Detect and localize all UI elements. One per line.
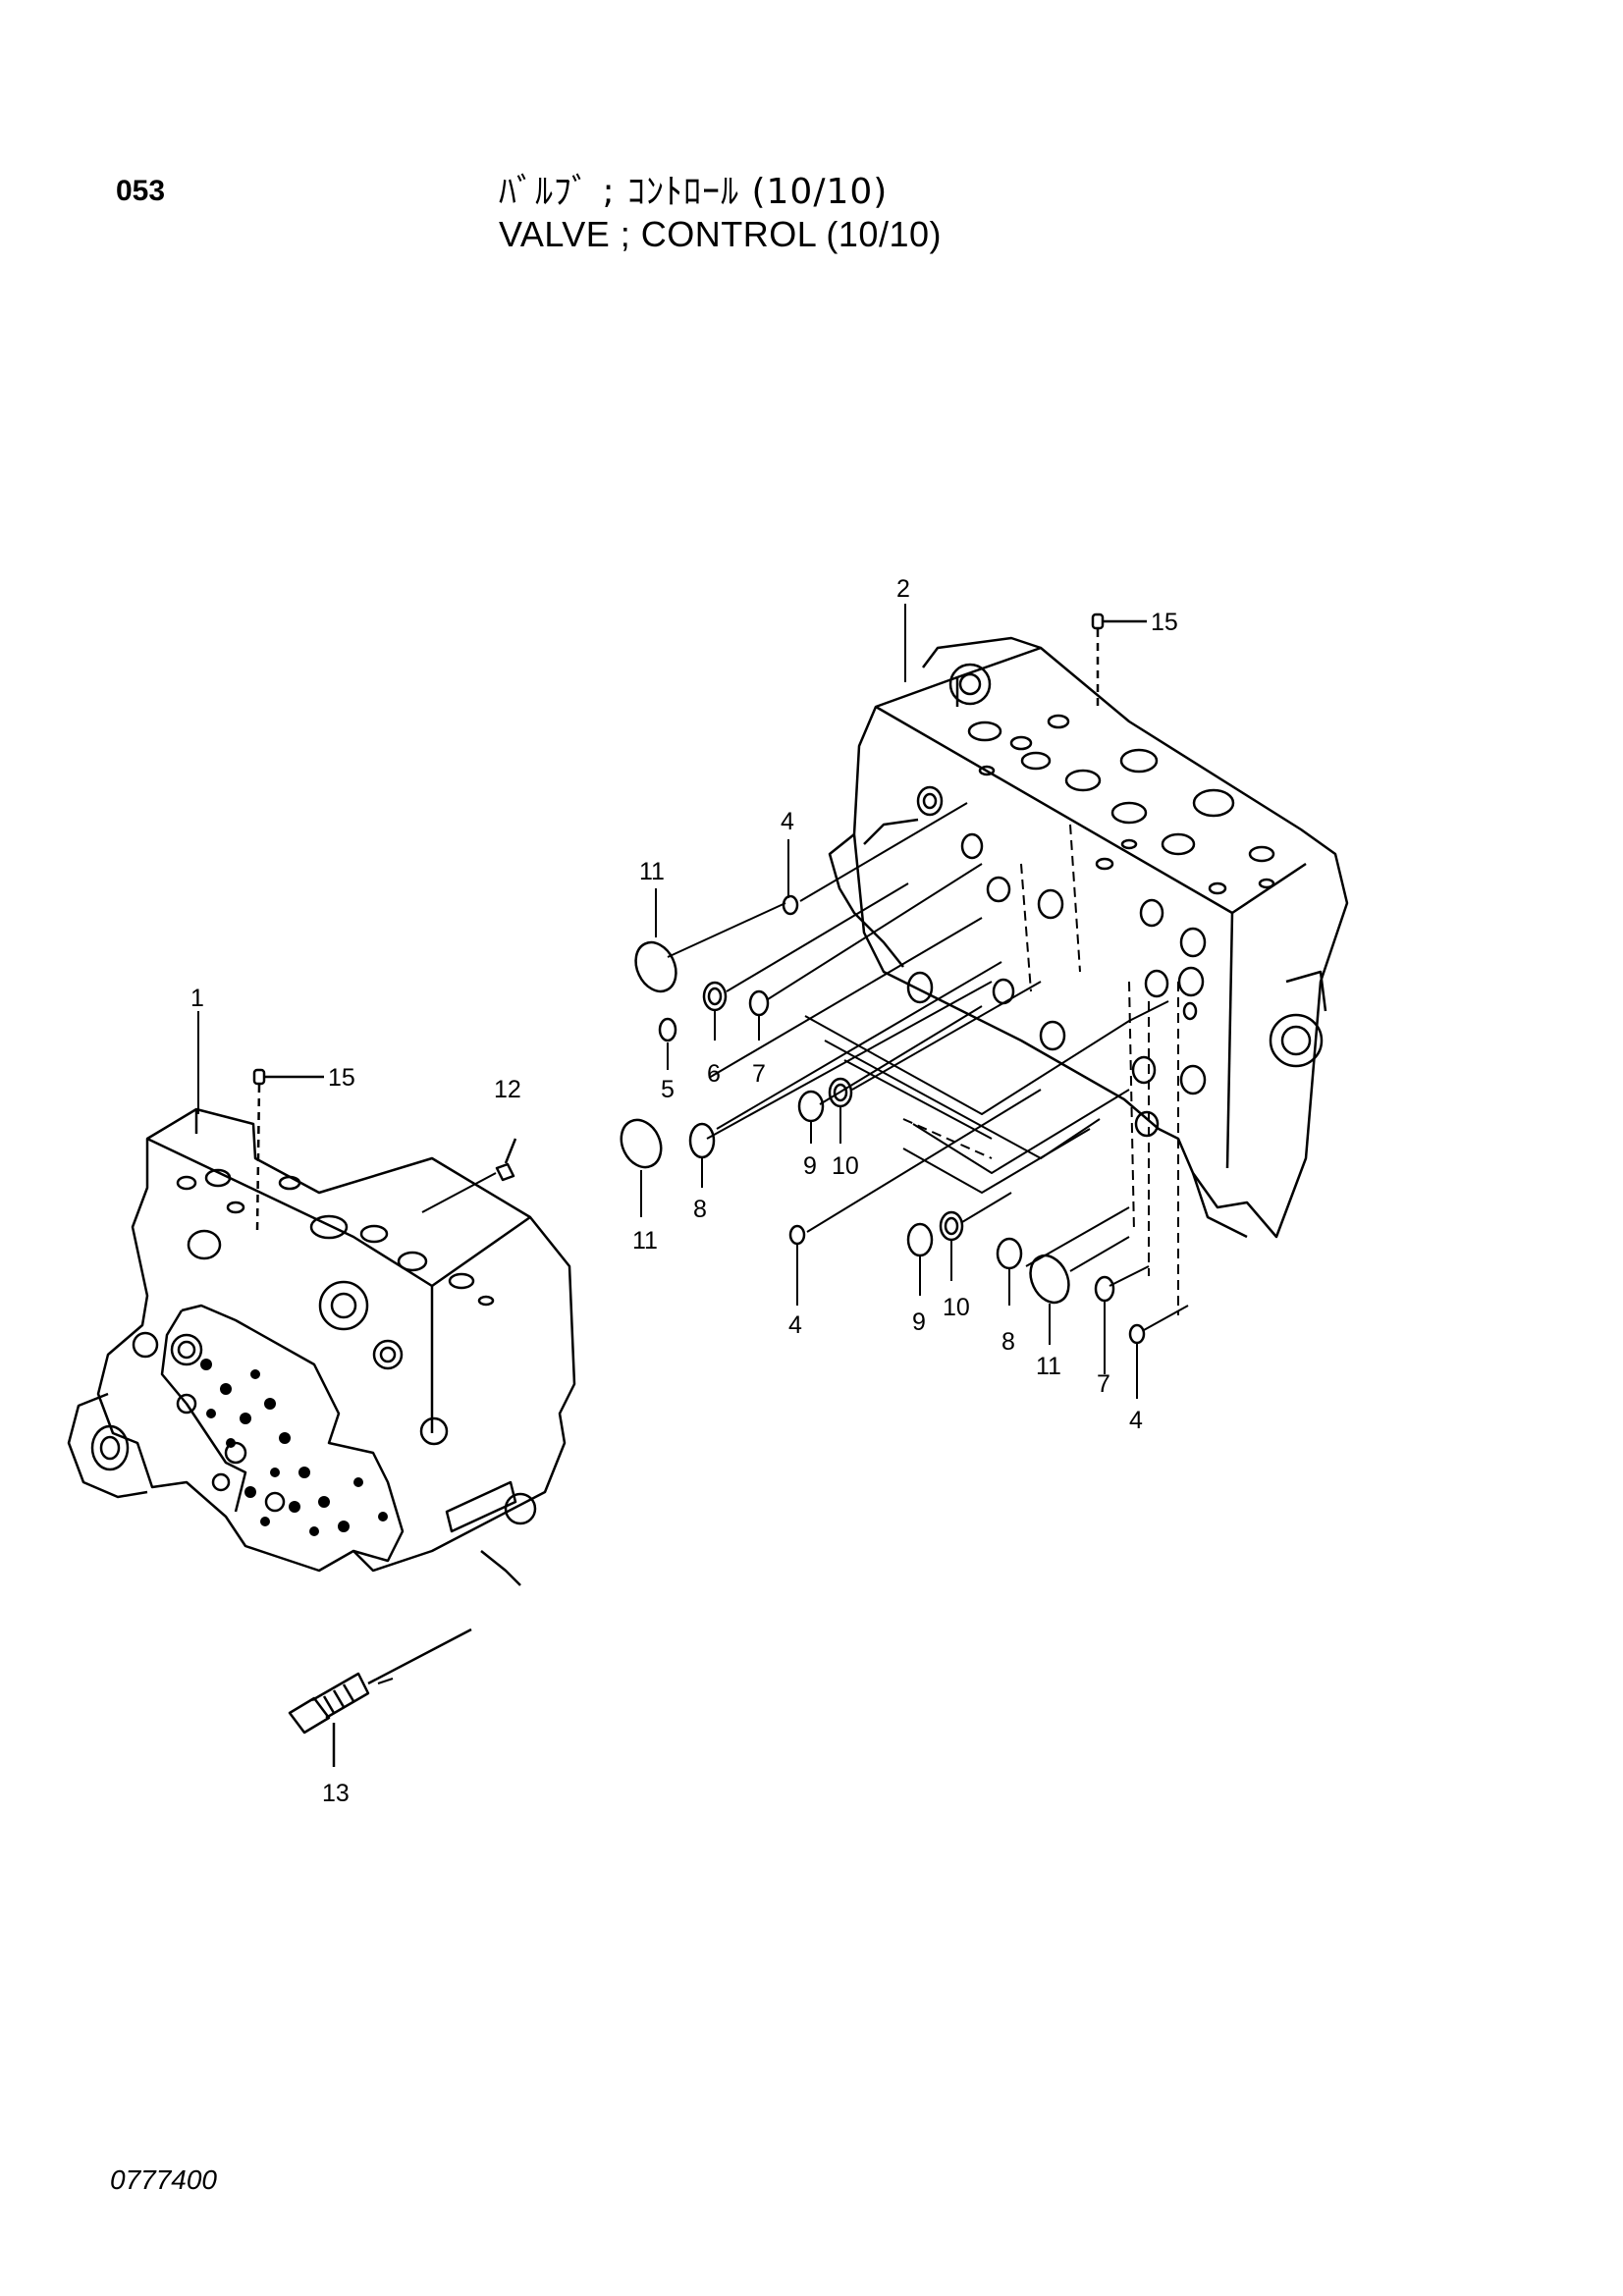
- callout-4-mid: 4: [788, 1311, 802, 1339]
- callout-1: 1: [190, 985, 204, 1012]
- callout-11-mid: 11: [632, 1227, 658, 1255]
- callout-8-bottom: 8: [1001, 1328, 1015, 1356]
- bolt-part-13: [288, 1628, 472, 1767]
- callout-8-top: 8: [693, 1196, 707, 1223]
- callout-9-bottom: 9: [912, 1308, 926, 1336]
- plug-part-15-right: [1091, 613, 1147, 712]
- callout-7-bottom: 7: [1097, 1370, 1110, 1398]
- plug-part-15-left: [252, 1068, 324, 1233]
- o-rings: [620, 894, 1146, 1345]
- callout-7-top: 7: [752, 1060, 766, 1088]
- callout-5: 5: [661, 1076, 675, 1103]
- callout-15-left: 15: [328, 1064, 355, 1092]
- callout-13: 13: [322, 1780, 350, 1807]
- page-number: 053: [116, 175, 166, 207]
- valve-body-upper-right: [828, 636, 1349, 1239]
- callout-15-right: 15: [1151, 609, 1178, 636]
- callout-4-bottom: 4: [1129, 1407, 1143, 1434]
- valve-body-lower-left: [67, 1107, 576, 1586]
- callout-10-top: 10: [832, 1152, 859, 1180]
- callout-12: 12: [494, 1076, 521, 1103]
- page-title-japanese: ﾊﾞﾙﾌﾞ ; ｺﾝﾄﾛｰﾙ (10/10): [499, 172, 889, 212]
- callout-leaders: [197, 604, 1138, 1399]
- pin-part-12: [495, 1138, 517, 1182]
- callout-10-bottom: 10: [943, 1294, 970, 1321]
- callout-2: 2: [896, 575, 910, 603]
- callout-6: 6: [707, 1060, 721, 1088]
- assembly-leader-lines: [377, 802, 1189, 1684]
- callout-4-top: 4: [781, 808, 794, 835]
- callout-9-top: 9: [803, 1152, 817, 1180]
- page-title-english: VALVE ; CONTROL (10/10): [499, 214, 942, 254]
- document-code: 0777400: [110, 2164, 218, 2195]
- callout-11-top: 11: [639, 858, 665, 885]
- callout-11-bottom: 11: [1036, 1353, 1061, 1380]
